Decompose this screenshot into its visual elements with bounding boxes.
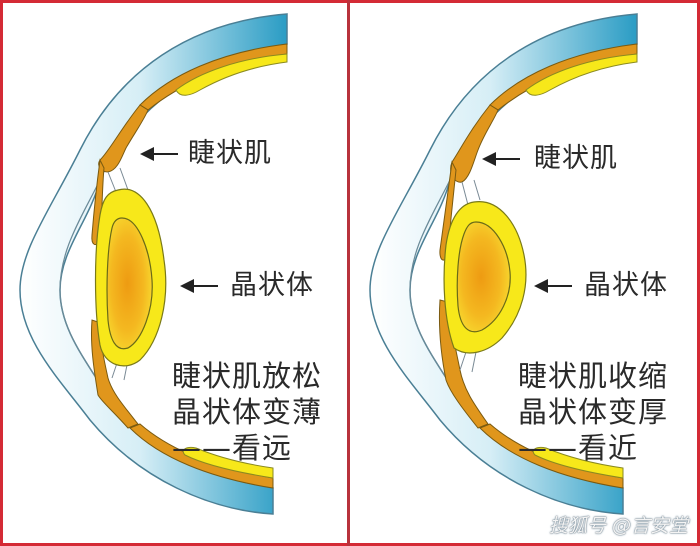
arrow-icon [180, 279, 218, 293]
caption-far: 睫状肌放松 晶状体变薄 ——看远 [172, 358, 322, 466]
panel-near-vision: 睫状肌 晶状体 睫状肌收缩 晶状体变厚 ——看近 [350, 0, 700, 546]
caption-line: ——看远 [172, 431, 293, 465]
caption-line: 睫状肌放松 [172, 359, 323, 393]
eye-diagram-near [369, 13, 638, 515]
cornea-sclera-shape [369, 13, 638, 515]
lens-label: 晶状体 [230, 270, 314, 301]
ciliary-muscle-label: 睫状肌 [534, 143, 618, 174]
panel-far-vision: 睫状肌 晶状体 睫状肌放松 晶状体变薄 ——看远 [19, 13, 322, 515]
cornea-sclera-shape [19, 13, 288, 515]
arrow-icon [482, 152, 520, 166]
caption-line: 晶状体变薄 [172, 395, 323, 429]
eye-diagram-far [19, 13, 288, 515]
caption-near: 睫状肌收缩 晶状体变厚 ——看近 [518, 358, 668, 466]
lens-core [456, 221, 511, 333]
caption-line: 晶状体变厚 [518, 395, 669, 429]
lens-label: 晶状体 [584, 270, 668, 301]
ciliary-muscle-label: 睫状肌 [188, 138, 272, 169]
ciliary-muscle-lower [90, 319, 139, 429]
panel-divider [347, 0, 350, 546]
arrow-icon [534, 279, 572, 293]
caption-line: 睫状肌收缩 [518, 359, 669, 393]
watermark: 搜狐号 @言安堂 [548, 515, 688, 537]
caption-line: ——看近 [518, 431, 639, 465]
arrow-icon [140, 147, 178, 161]
lens-core [106, 217, 153, 350]
